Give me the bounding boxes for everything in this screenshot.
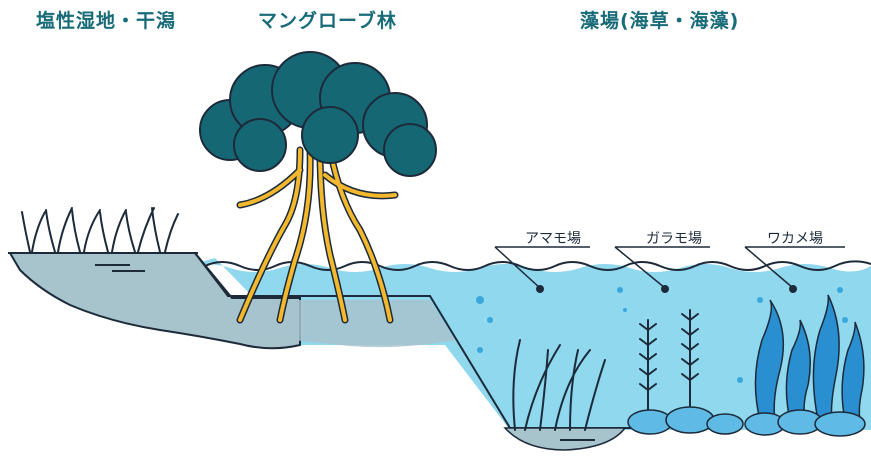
bubbles [476,287,848,383]
mangrove-roots-fill [238,148,397,322]
label-pointers [494,246,845,289]
salt-marsh-title: 塩性湿地・干潟 [36,10,177,32]
mangrove-shelf [215,300,455,348]
eelgrass-plants [512,339,606,431]
sargassum-plants [639,309,699,416]
sargassum-bed-label: ガラモ場 [646,231,702,247]
marsh-grass [21,207,179,253]
water-surface-line [204,260,871,271]
mangrove-canopy [199,51,437,177]
wakame-plants [754,294,865,421]
eelgrass-bed-label: アマモ場 [525,231,581,247]
seaweed-beds-title: 藻場(海草・海藻) [580,10,740,32]
mangrove-title: マングローブ林 [258,10,397,32]
seabed-rocks [627,406,866,437]
wakame-bed-label: ワカメ場 [767,231,823,247]
salt-marsh-land [8,252,301,350]
label-dots [536,285,797,293]
